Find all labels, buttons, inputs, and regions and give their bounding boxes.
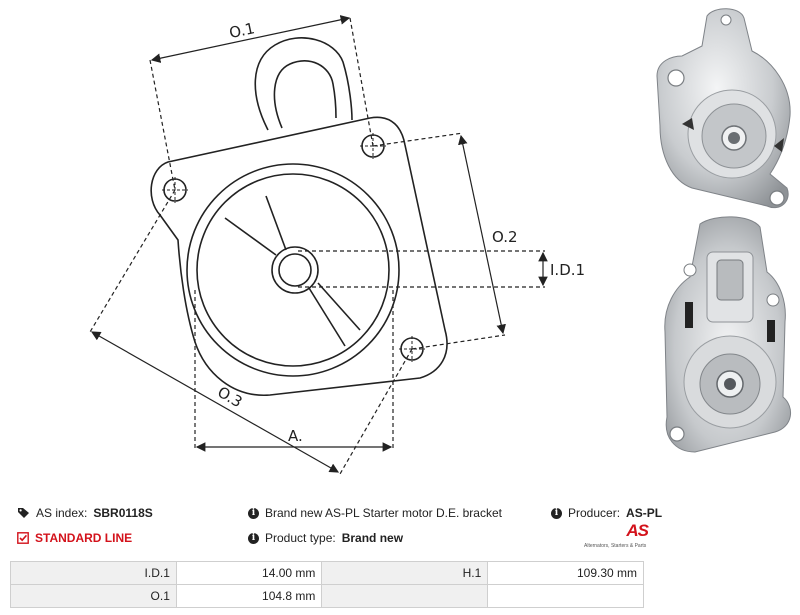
product-type-value: Brand new	[341, 531, 404, 545]
shaft-inner-circle	[278, 253, 312, 287]
product-photo-front	[656, 8, 791, 209]
info-icon: i	[248, 507, 259, 519]
info-icon: i	[248, 532, 259, 544]
shaft-outer-circle	[271, 246, 319, 294]
table-row: O.1 104.8 mm	[10, 584, 644, 608]
description: i Brand new AS-PL Starter motor D.E. bra…	[248, 506, 502, 520]
technical-drawing: O.1 O.2 I.D.1 O.3 A.	[89, 15, 585, 475]
dim-line-o2	[458, 134, 506, 335]
dim-label-o1: O.1	[228, 19, 257, 42]
dim-label-a: A.	[288, 427, 303, 445]
spec-value	[487, 584, 644, 608]
dim-label-o2: O.2	[492, 228, 518, 246]
product-line-label: STANDARD LINE	[35, 531, 133, 545]
tag-icon	[17, 507, 30, 519]
dim-label-o3: O.3	[214, 383, 245, 411]
as-index-value: SBR0118S	[93, 506, 153, 520]
bracket-loop	[254, 37, 353, 131]
housing-inner-circle	[196, 173, 390, 367]
housing-outer-circle	[186, 163, 400, 377]
description-text: Brand new AS-PL Starter motor D.E. brack…	[265, 506, 502, 520]
product-type: i Product type: Brand new	[248, 531, 403, 545]
product-line: STANDARD LINE	[17, 531, 132, 545]
dim-line-o1	[150, 15, 351, 63]
product-photo-rear	[664, 216, 791, 453]
dim-line-o3	[90, 331, 340, 473]
asp-logo: AS Alternators, Starters & Parts	[584, 521, 656, 555]
table-row: I.D.1 14.00 mm H.1 109.30 mm	[10, 561, 644, 585]
spec-value: 104.8 mm	[175, 584, 323, 608]
logo-tagline: Alternators, Starters & Parts	[584, 543, 647, 549]
producer: i Producer: AS-PL	[551, 506, 662, 520]
bracket-loop-inner	[273, 60, 337, 129]
dim-label-id1: I.D.1	[550, 261, 585, 279]
spec-key: H.1	[321, 561, 489, 585]
as-index-label: AS index:	[36, 506, 88, 520]
logo-text: AS	[626, 521, 649, 540]
spec-value: 109.30 mm	[487, 561, 644, 585]
checkbox-icon	[17, 532, 29, 544]
spec-key: O.1	[10, 584, 177, 608]
product-info: AS index: SBR0118S STANDARD LINE i Brand…	[0, 500, 800, 560]
product-type-label: Product type:	[265, 531, 336, 545]
spec-key: I.D.1	[10, 561, 177, 585]
producer-label: Producer:	[568, 506, 621, 520]
spec-key	[321, 584, 489, 608]
as-index: AS index: SBR0118S	[17, 506, 153, 520]
info-icon: i	[551, 507, 562, 519]
producer-value: AS-PL	[626, 506, 663, 520]
spec-table: I.D.1 14.00 mm H.1 109.30 mm O.1 104.8 m…	[10, 561, 644, 608]
spec-value: 14.00 mm	[175, 561, 323, 585]
